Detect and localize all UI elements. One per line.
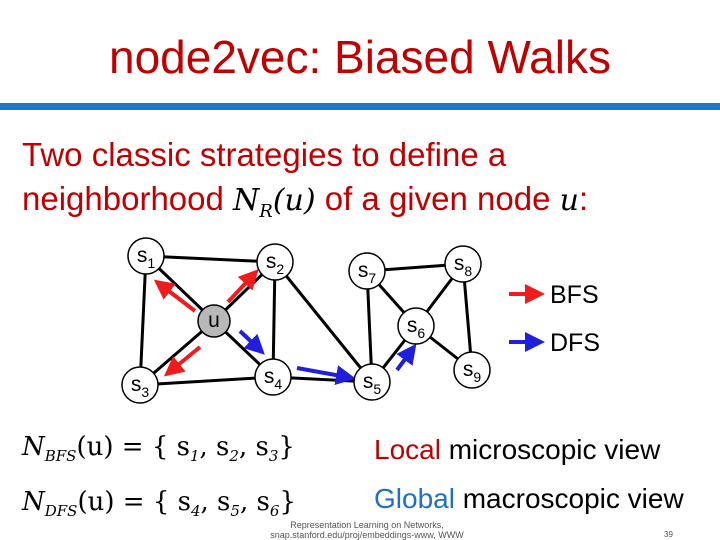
dfs-formula: NDFS(u) = { s4, s5, s6} bbox=[22, 487, 296, 521]
global-view-text: Global macroscopic view bbox=[374, 483, 684, 515]
node-s8: s8 bbox=[444, 245, 482, 283]
edge-s2-s5 bbox=[273, 261, 374, 383]
page-number: 39 bbox=[664, 530, 673, 539]
svg-text:s2: s2 bbox=[266, 250, 285, 277]
intro-line-2: neighborhood NR(u) of a given node u: bbox=[22, 177, 712, 234]
node-s7: s7 bbox=[348, 252, 386, 290]
node-s9: s9 bbox=[453, 351, 491, 389]
node-s3: s3 bbox=[121, 366, 159, 404]
dfs-arrow-to-s6 bbox=[395, 343, 417, 372]
bfs-arrow-to-s1 bbox=[153, 279, 197, 313]
svg-text:s7: s7 bbox=[358, 259, 377, 286]
global-word: Global bbox=[374, 483, 455, 514]
slide-title: node2vec: Biased Walks bbox=[108, 31, 611, 83]
intro-text-neighborhood: neighborhood bbox=[22, 180, 234, 217]
node-s6: s6 bbox=[397, 307, 435, 345]
svg-text:s8: s8 bbox=[454, 252, 473, 279]
walk-arrows bbox=[153, 269, 417, 385]
node-s4: s4 bbox=[254, 358, 292, 396]
intro-text-given-node: of a given node bbox=[315, 180, 560, 217]
edge-s2-s4 bbox=[271, 261, 277, 378]
bfs-formula: NBFS(u) = { s1, s2, s3} bbox=[22, 432, 295, 466]
global-view-rest: macroscopic view bbox=[454, 483, 684, 514]
dfs-arrow-to-s5 bbox=[296, 365, 356, 385]
slide-footer: Representation Learning on Networks, sna… bbox=[262, 520, 472, 540]
svg-text:s5: s5 bbox=[363, 370, 382, 397]
edge-s1-s3 bbox=[138, 255, 148, 386]
svg-text:u: u bbox=[208, 309, 220, 332]
graph-nodes: u s1 s2 s3 s4 s5 s6 s7 s8 s9 bbox=[121, 237, 491, 404]
bfs-arrow-to-s2 bbox=[226, 269, 259, 304]
node-s2: s2 bbox=[256, 243, 294, 281]
local-view-rest: microscopic view bbox=[440, 434, 661, 465]
svg-text:s3: s3 bbox=[131, 373, 150, 400]
node-u: u bbox=[197, 304, 231, 338]
title-divider bbox=[0, 103, 720, 110]
footer-line-2: snap.stanford.edu/proj/embeddings-www, W… bbox=[270, 530, 464, 540]
svg-text:s9: s9 bbox=[463, 358, 482, 385]
intro-line-1: Two classic strategies to define a bbox=[22, 136, 507, 173]
local-view-text: Local microscopic view bbox=[374, 434, 660, 466]
dfs-legend-label: DFS bbox=[550, 329, 600, 357]
bfs-legend-label: BFS bbox=[550, 281, 599, 309]
svg-text:s4: s4 bbox=[264, 365, 283, 392]
svg-text:s6: s6 bbox=[407, 314, 426, 341]
node-s5: s5 bbox=[353, 363, 391, 401]
intro-math-u: u bbox=[559, 183, 579, 218]
intro-colon: : bbox=[578, 180, 589, 217]
node-s1: s1 bbox=[127, 237, 165, 275]
local-word: Local bbox=[374, 434, 441, 465]
svg-text:s1: s1 bbox=[137, 244, 156, 271]
intro-text: Two classic strategies to define a neigh… bbox=[22, 133, 712, 234]
edge-s1-s2 bbox=[145, 254, 276, 264]
dfs-arrow-to-s4 bbox=[238, 329, 265, 355]
bfs-arrow-to-s3 bbox=[163, 345, 202, 377]
intro-math-nr: NR(u) bbox=[233, 183, 316, 222]
edge-s3-s4 bbox=[139, 375, 274, 387]
footer-line-1: Representation Learning on Networks, bbox=[290, 520, 444, 530]
